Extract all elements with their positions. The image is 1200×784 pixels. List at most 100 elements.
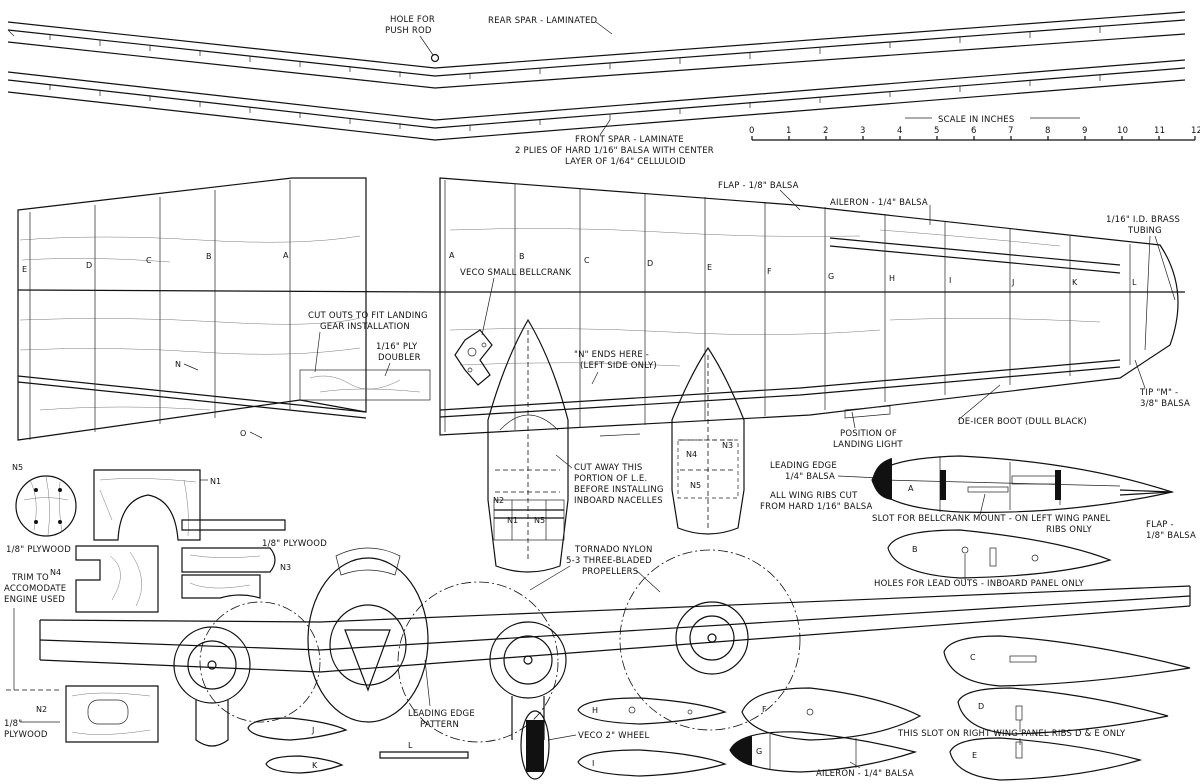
landing-light-label-1: POSITION OF	[840, 429, 897, 439]
landing-light-label-2: LANDING LIGHT	[833, 440, 903, 450]
left-wing-panel	[17, 177, 441, 441]
flap-rib-label-2: 1/8" BALSA	[1146, 531, 1196, 541]
brass-tubing-label-1: 1/16" I.D. BRASS	[1106, 215, 1180, 225]
bellcrank-label: VECO SMALL BELLCRANK	[460, 268, 571, 278]
trim-label-1: TRIM TO	[11, 573, 49, 583]
rib-letter-right-j: J	[1011, 278, 1014, 287]
rib-pattern-e-letter: E	[972, 751, 977, 760]
aileron-bottom-label: AILERON - 1/4" BALSA	[816, 769, 914, 779]
le-pattern-label-1: LEADING EDGE	[408, 709, 475, 719]
bellcrank	[454, 329, 493, 386]
part-code-n3-right: N3	[722, 441, 733, 450]
all-ribs-label-1: ALL WING RIBS CUT	[770, 491, 858, 501]
rib-letter-right-e: E	[707, 263, 712, 272]
wheel	[520, 710, 550, 780]
scale-tick-7: 7	[1008, 126, 1014, 136]
holes-leadouts-label: HOLES FOR LEAD OUTS - INBOARD PANEL ONLY	[874, 579, 1085, 589]
part-code-n1-top: N1	[507, 516, 518, 525]
part-n4	[75, 545, 159, 613]
leading-edge-label-1: LEADING EDGE	[770, 461, 837, 471]
cut-away-label-1: CUT AWAY THIS	[574, 463, 642, 473]
rib-letter-right-k: K	[1072, 278, 1078, 287]
nacelle-front-outer	[675, 601, 749, 675]
hole-push-rod-label-1: HOLE FOR	[390, 15, 435, 25]
trim-label-2: ACCOMODATE	[4, 584, 66, 594]
front-spar-label-3: LAYER OF 1/64" CELLULOID	[565, 157, 686, 167]
ply-18-label-a: 1/8" PLYWOOD	[6, 545, 71, 555]
rib-pattern-b-letter: B	[912, 545, 918, 554]
rib-letter-left-c: C	[146, 256, 152, 265]
tornado-label-2: 5-3 THREE-BLADED	[566, 556, 652, 566]
scale-title: SCALE IN INCHES	[938, 115, 1014, 125]
part-code-n4-left: N4	[50, 568, 61, 577]
slot-right-label: THIS SLOT ON RIGHT WING PANEL RIBS D & E…	[897, 729, 1126, 739]
part-code-o: O	[240, 429, 246, 438]
rear-spar-label: REAR SPAR - LAMINATED	[488, 16, 598, 26]
flap-label: FLAP - 1/8" BALSA	[718, 181, 799, 191]
rib-letter-right-c: C	[584, 256, 590, 265]
tip-m-label-2: 3/8" BALSA	[1140, 399, 1190, 409]
rear-spar	[7, 11, 1186, 89]
rib-letter-right-b: B	[519, 252, 525, 261]
rib-letter-right-a: A	[449, 251, 455, 260]
inboard-nacelle-plan	[487, 318, 569, 573]
part-n1	[93, 469, 201, 541]
n-ends-label-1: "N" ENDS HERE -	[574, 350, 649, 360]
rib-letter-left-d: D	[86, 261, 92, 270]
rib-letter-right-l: L	[1132, 278, 1137, 287]
front-spar-label-2: 2 PLIES OF HARD 1/16" BALSA WITH CENTER	[515, 146, 714, 156]
rib-letter-right-d: D	[647, 259, 653, 268]
scale-tick-0: 0	[749, 126, 755, 136]
rib-pattern-i-letter: I	[592, 759, 594, 768]
part-code-n1: N1	[210, 477, 221, 486]
scale-tick-1: 1	[786, 126, 792, 136]
rib-letter-left-e: E	[22, 265, 27, 274]
front-spar-label-1: FRONT SPAR - LAMINATE	[575, 135, 684, 145]
cutouts-label-2: GEAR INSTALLATION	[320, 322, 410, 332]
rib-pattern-d-letter: D	[978, 702, 984, 711]
scale-tick-2: 2	[823, 126, 829, 136]
part-code-n5-top: N5	[534, 516, 545, 525]
rib-letter-right-h: H	[889, 274, 895, 283]
part-n3-stack	[181, 519, 286, 599]
outboard-nacelle-plan	[671, 346, 745, 535]
aileron-top-label: AILERON - 1/4" BALSA	[830, 198, 928, 208]
rib-letter-right-i: I	[949, 276, 951, 285]
deicer-label: DE-ICER BOOT (DULL BLACK)	[958, 417, 1087, 427]
rib-pattern-h-letter: H	[592, 706, 598, 715]
brass-tubing-label-2: TUBING	[1127, 226, 1162, 236]
rib-letter-left-b: B	[206, 252, 212, 261]
cut-away-label-3: BEFORE INSTALLING	[574, 485, 664, 495]
cut-away-label-4: INBOARD NACELLES	[574, 496, 663, 506]
scale-tick-10: 10	[1117, 126, 1128, 136]
part-code-n4-right: N4	[686, 450, 697, 459]
scale-tick-3: 3	[860, 126, 866, 136]
part-code-n3-left: N3	[280, 563, 291, 572]
rib-letter-left-a: A	[283, 251, 289, 260]
front-spar	[7, 59, 1186, 141]
part-code-n: N	[175, 360, 181, 369]
scale-tick-11: 11	[1154, 126, 1165, 136]
slot-bellcrank-label-2: RIBS ONLY	[1046, 525, 1092, 535]
propeller-discs	[199, 549, 801, 743]
part-code-n5-right: N5	[690, 481, 701, 490]
part-code-n2-top: N2	[493, 496, 504, 505]
scale-tick-12: 12	[1191, 126, 1200, 136]
part-n2	[65, 685, 159, 743]
ply-18-label-c-2: PLYWOOD	[4, 730, 48, 740]
le-pattern-label-2: PATTERN	[420, 720, 459, 730]
rib-pattern-c-letter: C	[970, 653, 976, 662]
rib-letters: E D C B A A B C D E F G H I J K L N O	[22, 251, 1137, 438]
rib-b-pattern: B	[887, 529, 1112, 579]
right-wing-panel	[439, 177, 1185, 437]
all-ribs-label-2: FROM HARD 1/16" BALSA	[760, 502, 873, 512]
slot-bellcrank-label-1: SLOT FOR BELLCRANK MOUNT - ON LEFT WING …	[872, 514, 1110, 524]
ply-doubler-label-2: DOUBLER	[378, 353, 421, 363]
fuselage-front	[307, 547, 429, 723]
part-n5	[15, 475, 77, 537]
ply-doubler-label-1: 1/16" PLY	[376, 342, 418, 352]
